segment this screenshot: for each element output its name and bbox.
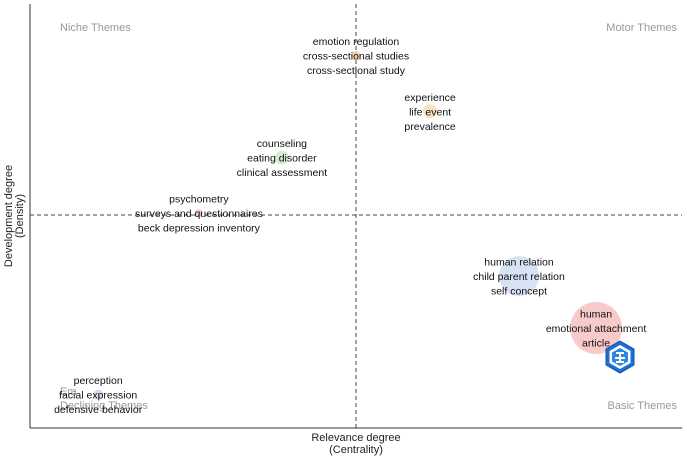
cluster-bubble-experience bbox=[423, 104, 438, 119]
x-axis-subtitle: (Centrality) bbox=[329, 444, 383, 456]
cluster-label-human-relation-1: child parent relation bbox=[473, 271, 565, 283]
y-axis-subtitle: (Density) bbox=[14, 194, 26, 238]
cluster-bubble-counseling bbox=[274, 150, 289, 165]
cluster-label-human-0: human bbox=[580, 308, 612, 320]
quadrant-basic-themes: Basic Themes bbox=[608, 400, 678, 412]
cluster-label-emotion-1: cross-sectional studies bbox=[303, 51, 409, 63]
cluster-bubbles bbox=[93, 50, 623, 400]
cluster-bubble-human-relation bbox=[499, 256, 539, 297]
cluster-label-experience-2: prevalence bbox=[404, 121, 456, 133]
cluster-label-human-relation-2: self concept bbox=[491, 286, 547, 298]
cluster-label-emotion-2: cross-sectional study bbox=[307, 65, 406, 77]
cluster-bubble-human bbox=[570, 301, 623, 354]
cluster-labels: emotion regulation cross-sectional studie… bbox=[54, 36, 646, 416]
cluster-label-human-2: article bbox=[582, 337, 610, 349]
cluster-label-perception-0: perception bbox=[74, 375, 123, 387]
quadrant-niche-themes: Niche Themes bbox=[60, 22, 131, 34]
hexagon-logo-icon bbox=[603, 340, 637, 374]
quadrant-faded-label: Em bbox=[60, 386, 77, 398]
cluster-label-counseling-2: clinical assessment bbox=[237, 167, 328, 179]
cluster-label-experience-0: experience bbox=[404, 92, 456, 104]
cluster-label-emotion-0: emotion regulation bbox=[313, 36, 400, 48]
cluster-label-experience-1: life event bbox=[409, 106, 451, 118]
cluster-label-psychometry-0: psychometry bbox=[169, 194, 229, 206]
cluster-bubble-emotion bbox=[351, 50, 361, 61]
cluster-label-psychometry-2: beck depression inventory bbox=[138, 223, 261, 235]
cluster-label-perception-2: defensive behavior bbox=[54, 404, 143, 416]
cluster-label-human-1: emotional attachment bbox=[546, 323, 646, 335]
y-axis-title: Development degree bbox=[3, 165, 15, 267]
cluster-label-counseling-1: eating disorder bbox=[247, 153, 317, 165]
cluster-label-counseling-0: counseling bbox=[257, 138, 307, 150]
cluster-label-perception-1: facial expression bbox=[59, 390, 137, 402]
quadrant-motor-themes: Motor Themes bbox=[606, 22, 677, 34]
cluster-bubble-psychometry bbox=[194, 209, 203, 218]
cluster-label-psychometry-1: surveys and questionnaires bbox=[135, 208, 263, 220]
quadrant-declining-themes: Declining Themes bbox=[60, 400, 148, 412]
cluster-label-human-relation-0: human relation bbox=[484, 257, 554, 269]
x-axis-title: Relevance degree bbox=[311, 432, 400, 444]
cluster-bubble-perception bbox=[93, 389, 104, 400]
